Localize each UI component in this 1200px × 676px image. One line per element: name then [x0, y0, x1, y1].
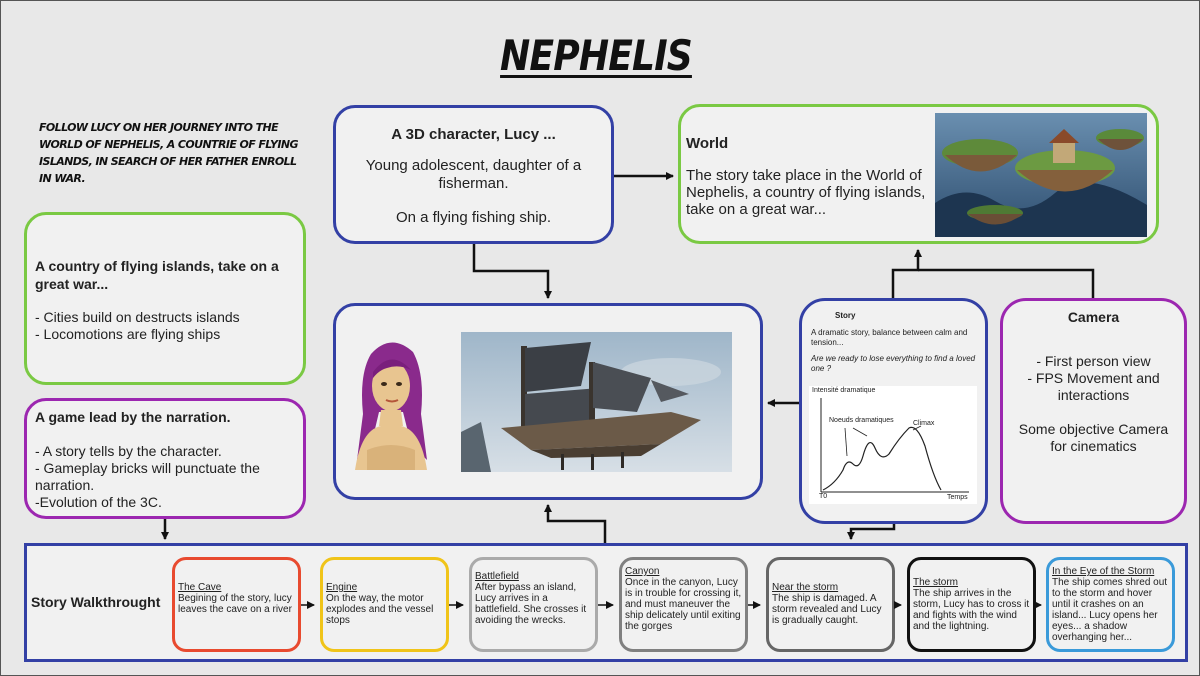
country-box: A country of flying islands, take on a g… — [24, 212, 306, 385]
character-line-2: On a flying fishing ship. — [395, 209, 552, 226]
walkthrough-label: Story Walkthrought — [31, 594, 161, 610]
stage-name: Battlefield — [475, 571, 519, 582]
stage-text: Begining of the story, lucy leaves the c… — [178, 593, 292, 615]
world-island-image — [935, 113, 1147, 237]
stage-box: Canyon Once in the canyon, Lucy is in tr… — [619, 557, 748, 652]
stage-name: In the Eye of the Storm — [1052, 566, 1155, 577]
stage-box: Engine On the way, the motor explodes an… — [320, 557, 449, 652]
country-item-2: - Locomotions are flying ships — [35, 326, 221, 342]
stage-text: On the way, the motor explodes and the v… — [326, 593, 434, 626]
stage-text: The ship is damaged. A storm revealed an… — [772, 593, 882, 626]
narration-item-1: - A story tells by the character. — [35, 443, 222, 459]
arrow-story-to-world — [891, 249, 922, 298]
camera-line-2: - FPS Movement and interactions — [1027, 370, 1160, 403]
graph-x-label: Temps — [947, 494, 968, 501]
stage-name: Engine — [326, 582, 358, 593]
narration-item-2: - Gameplay bricks will punctuate the nar… — [35, 460, 260, 493]
flying-ship-image — [461, 332, 732, 472]
story-box: Story A dramatic story, balance between … — [799, 298, 988, 524]
graph-y-label: Intensité dramatique — [812, 387, 876, 394]
graph-nodes-label: Noeuds dramatiques — [829, 417, 894, 424]
lucy-portrait-image — [355, 342, 427, 470]
camera-heading: Camera — [1067, 309, 1120, 325]
graph-climax-label: Climax — [913, 420, 935, 427]
story-question: Are we ready to lose everything to find … — [811, 354, 976, 373]
intro-text: Follow Lucy on her journey into the worl… — [39, 121, 298, 185]
graph-t0-label: T0 — [819, 493, 828, 500]
stage-box: In the Eye of the Storm The ship comes s… — [1046, 557, 1175, 652]
character-line-1: Young adolescent, daughter of a fisherma… — [365, 157, 582, 192]
stage-box: Near the storm The ship is damaged. A st… — [766, 557, 895, 652]
character-box: A 3D character, Lucy ... Young adolescen… — [333, 105, 614, 244]
story-text: A dramatic story, balance between calm a… — [811, 328, 968, 347]
camera-box: Camera - First person view - FPS Movemen… — [1000, 298, 1187, 524]
stage-text: The ship arrives in the storm, Lucy has … — [913, 588, 1030, 632]
arrow-character-to-center — [472, 244, 552, 299]
world-text: The story take place in the World of Nep… — [686, 167, 926, 218]
stage-name: The storm — [913, 577, 959, 588]
country-heading: A country of flying islands, take on a g… — [35, 258, 279, 292]
stage-box: The Cave Begining of the story, lucy lea… — [172, 557, 301, 652]
stage-name: The Cave — [178, 582, 222, 593]
stage-name: Near the storm — [772, 582, 839, 593]
story-heading: Story — [835, 311, 856, 320]
arrow-walkthrough-to-center — [544, 504, 607, 543]
country-item-1: - Cities build on destructs islands — [35, 309, 240, 325]
stage-name: Canyon — [625, 566, 660, 577]
arrow-story-to-walkthrough — [847, 524, 896, 540]
page-title: NEPHELIS — [500, 31, 693, 80]
stage-box: Battlefield After bypass an island, Lucy… — [469, 557, 598, 652]
stage-box: The storm The ship arrives in the storm,… — [907, 557, 1036, 652]
camera-line-3: Some objective Camera for cinematics — [1018, 421, 1169, 454]
stage-text: Once in the canyon, Lucy is in trouble f… — [625, 577, 742, 632]
camera-line-1: - First person view — [1036, 353, 1151, 369]
stage-text: The ship comes shred out to the storm an… — [1052, 577, 1168, 643]
narration-box: A game lead by the narration. - A story … — [24, 398, 306, 519]
character-heading: A 3D character, Lucy ... — [391, 126, 556, 143]
arrow-camera-to-world — [918, 268, 1095, 298]
dramatic-curve-graph: Intensité dramatique Noeuds dramatiques … — [809, 386, 977, 504]
character-ship-box — [333, 303, 763, 500]
narration-heading: A game lead by the narration. — [35, 409, 231, 425]
world-heading: World — [686, 135, 729, 152]
world-box: World The story take place in the World … — [678, 104, 1159, 244]
stage-text: After bypass an island, Lucy arrives in … — [475, 582, 587, 626]
narration-item-3: -Evolution of the 3C. — [35, 494, 162, 510]
